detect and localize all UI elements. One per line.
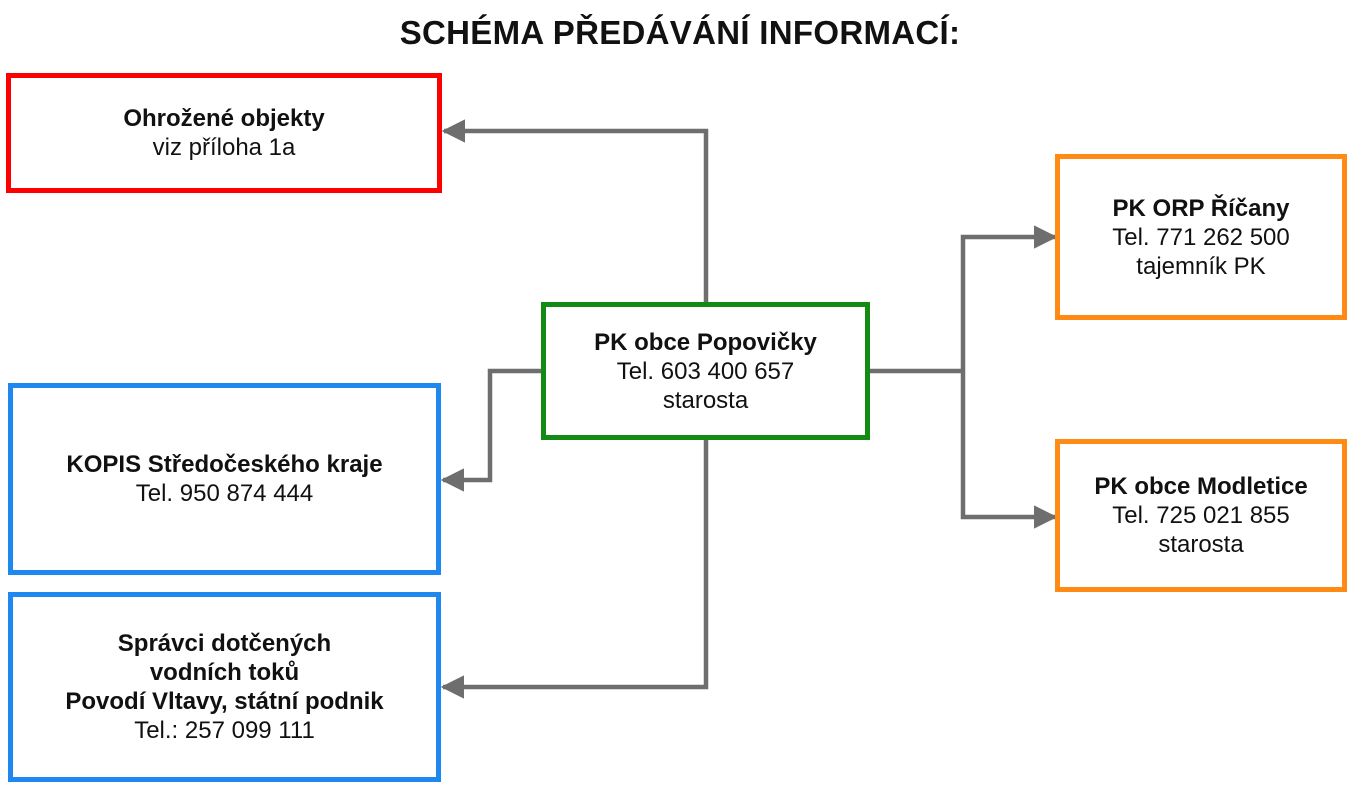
box-pk-orp-ricany: PK ORP Říčany Tel. 771 262 500 tajemník … bbox=[1055, 154, 1347, 320]
box-spravci-toku: Správci dotčených vodních toků Povodí Vl… bbox=[8, 592, 441, 782]
box-center-role: starosta bbox=[662, 386, 749, 414]
box-orp-phone: Tel. 771 262 500 bbox=[1112, 223, 1290, 251]
box-center-phone: Tel. 603 400 657 bbox=[616, 357, 795, 385]
box-spravci-title-2: vodních toků bbox=[149, 659, 300, 686]
box-modletice-title: PK obce Modletice bbox=[1094, 473, 1308, 500]
box-kopis-title: KOPIS Středočeského kraje bbox=[66, 451, 383, 478]
box-ohrozene-objekty: Ohrožené objekty viz příloha 1a bbox=[6, 73, 442, 193]
box-orp-title: PK ORP Říčany bbox=[1112, 194, 1290, 222]
connector-to-orp bbox=[960, 225, 1058, 371]
box-modletice-role: starosta bbox=[1158, 531, 1244, 558]
box-kopis: KOPIS Středočeského kraje Tel. 950 874 4… bbox=[8, 383, 441, 575]
box-pk-popovicky: PK obce Popovičky Tel. 603 400 657 staro… bbox=[541, 302, 870, 440]
box-spravci-phone: Tel.: 257 099 111 bbox=[134, 717, 315, 744]
box-modletice-phone: Tel. 725 021 855 bbox=[1112, 502, 1290, 529]
box-spravci-title-1: Správci dotčených bbox=[117, 630, 332, 657]
box-pk-modletice: PK obce Modletice Tel. 725 021 855 staro… bbox=[1055, 439, 1347, 592]
box-center-title: PK obce Popovičky bbox=[594, 328, 817, 356]
box-ohrozene-note: viz příloha 1a bbox=[152, 134, 296, 161]
box-spravci-title-3: Povodí Vltavy, státní podnik bbox=[65, 688, 384, 715]
box-kopis-phone: Tel. 950 874 444 bbox=[135, 480, 314, 507]
box-ohrozene-title: Ohrožené objekty bbox=[123, 105, 325, 132]
connector-to-modletice bbox=[960, 371, 1058, 529]
box-orp-role: tajemník PK bbox=[1136, 252, 1266, 280]
diagram-title: SCHÉMA PŘEDÁVÁNÍ INFORMACÍ: bbox=[399, 14, 961, 51]
connector-to-ohrozene bbox=[441, 119, 709, 302]
connector-to-spravci bbox=[440, 440, 709, 699]
connector-to-kopis bbox=[440, 368, 541, 492]
